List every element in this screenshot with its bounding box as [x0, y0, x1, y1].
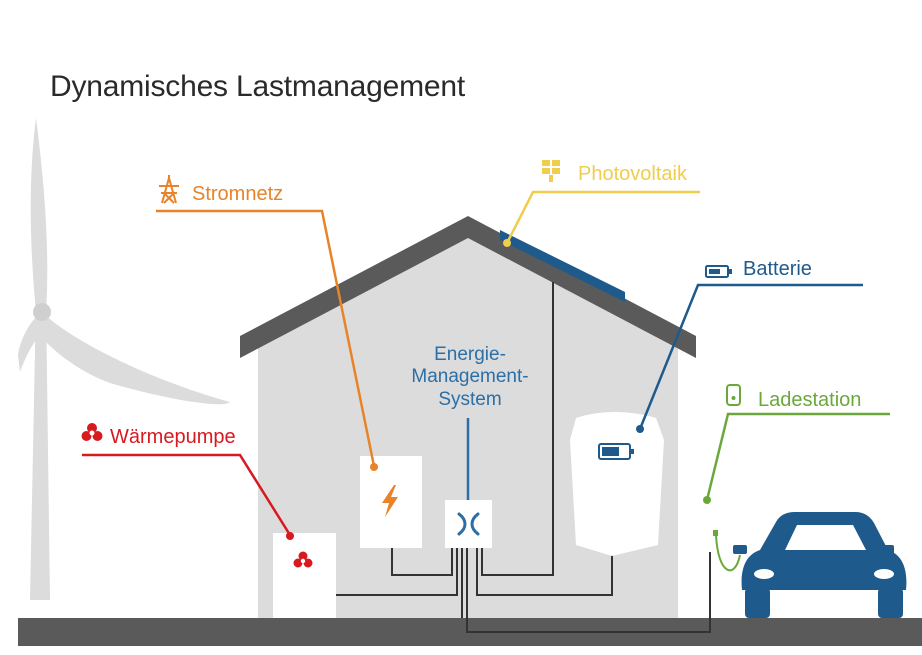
waermepumpe-callout: [81, 423, 294, 540]
wiring: [336, 282, 711, 633]
fan-small-icon: [81, 423, 103, 441]
label-ladestation: Ladestation: [758, 389, 862, 411]
battery-storage: [570, 412, 664, 556]
ems-switch-icon: [457, 512, 480, 536]
label-stromnetz: Stromnetz: [192, 183, 284, 205]
stromnetz-callout: [156, 174, 378, 471]
label-photovoltaik: Photovoltaik: [578, 163, 687, 185]
photovoltaik-callout: [503, 160, 700, 247]
ems-line-2: Management-: [411, 366, 529, 388]
fan-icon: [293, 551, 313, 568]
ems-unit: [445, 500, 492, 548]
charging-cable: [715, 534, 741, 572]
label-waermepumpe: Wärmepumpe: [110, 426, 236, 448]
charger-icon: [726, 384, 741, 406]
ladestation-callout: [703, 384, 890, 504]
charging-station: [697, 495, 723, 552]
car-icon: [733, 512, 907, 618]
ems-line-1: Energie-: [434, 344, 506, 365]
lightning-icon: [382, 485, 398, 517]
heat-pump-unit: [273, 533, 336, 618]
battery-icon: [598, 443, 634, 460]
ems-line-3: System: [438, 388, 502, 410]
solar-panel: [500, 230, 625, 302]
pylon-icon: [159, 174, 179, 204]
label-batterie: Batterie: [743, 258, 812, 280]
label-ems: Energie- Management- System: [400, 344, 540, 411]
batterie-callout: [636, 265, 863, 433]
solar-panel-icon: [542, 160, 560, 182]
battery-small-icon: [705, 265, 732, 278]
wind-turbine: [18, 118, 230, 600]
page-title: Dynamisches Lastmanagement: [50, 70, 466, 103]
